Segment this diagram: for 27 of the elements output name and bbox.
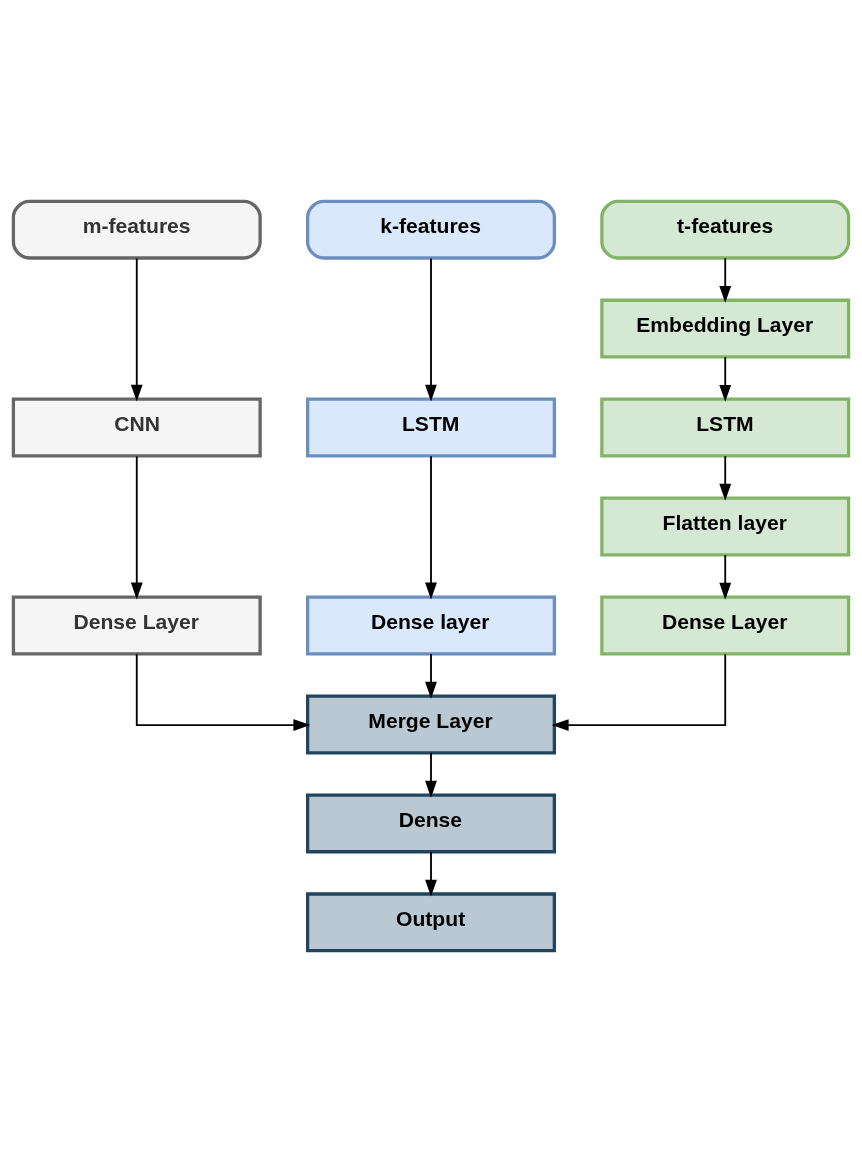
node-box: Flatten layer: [600, 496, 851, 557]
arrow: [425, 652, 437, 699]
arrow: [425, 257, 437, 402]
arrow: [135, 652, 311, 731]
node-box: t-features: [600, 199, 851, 260]
node-box: Dense layer: [306, 594, 556, 655]
node-box: LSTM: [600, 397, 851, 458]
arrow: [719, 256, 732, 303]
arrow: [551, 652, 727, 731]
node-box: Dense Layer: [600, 594, 851, 655]
node-box: LSTM: [306, 397, 556, 458]
node-box: m-features: [11, 199, 262, 260]
node-box: k-features: [306, 199, 556, 260]
node-box: Embedding Layer: [600, 298, 851, 359]
arrow: [719, 355, 732, 402]
node-box: CNN: [11, 397, 262, 458]
node-box: Dense: [306, 792, 556, 853]
arrow: [425, 751, 437, 798]
arrow: [130, 257, 143, 402]
arrow: [719, 454, 732, 501]
arrow: [719, 553, 732, 600]
arrow: [425, 454, 437, 599]
node-box: Merge Layer: [306, 693, 556, 754]
node-box: Output: [306, 891, 556, 952]
arrow: [425, 850, 437, 897]
arrow: [130, 454, 143, 599]
node-box: Dense Layer: [11, 594, 262, 655]
